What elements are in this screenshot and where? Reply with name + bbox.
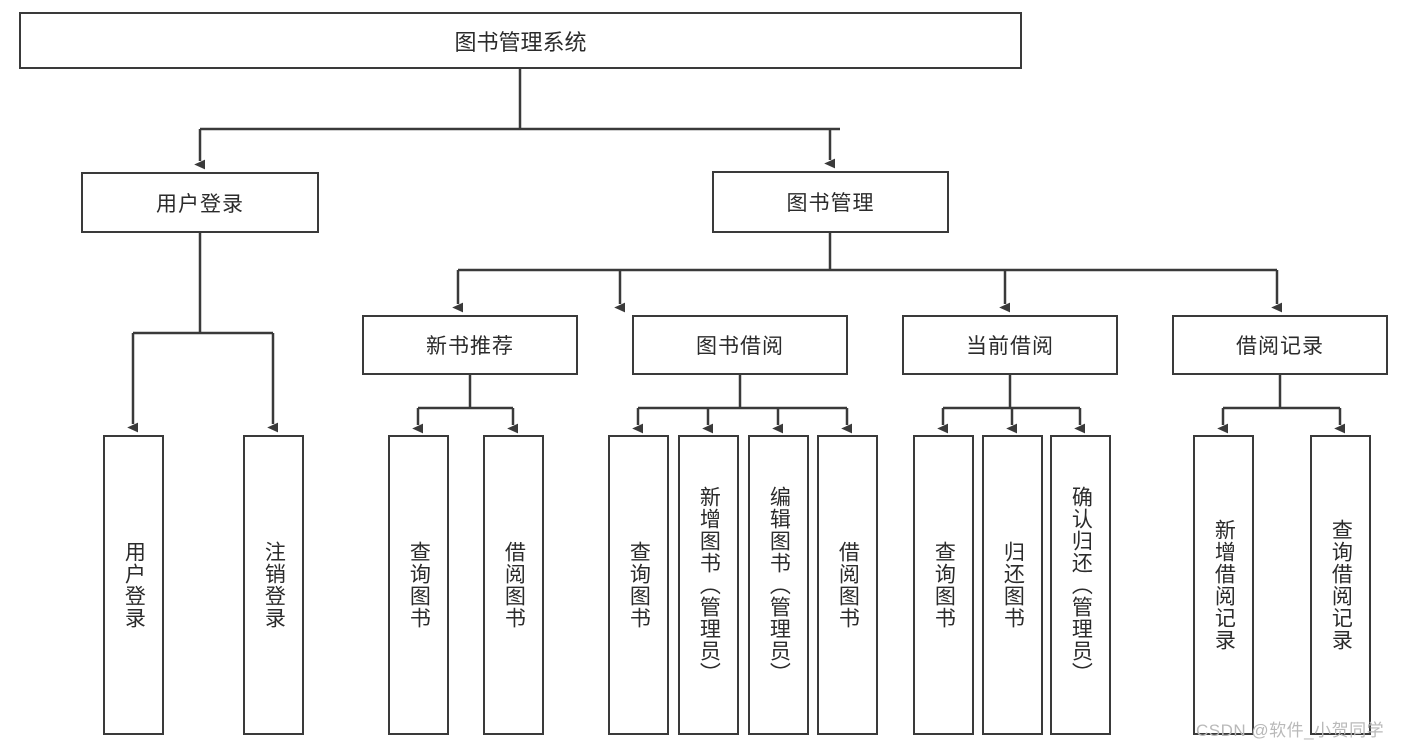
node-leaf-return-book-label: 归还图书 bbox=[1001, 541, 1025, 629]
node-leaf-query-book-1-label: 查询图书 bbox=[407, 541, 431, 629]
node-leaf-edit-book[interactable]: 编辑图书（管理员） bbox=[748, 435, 809, 735]
node-leaf-return-book[interactable]: 归还图书 bbox=[982, 435, 1043, 735]
node-borrow-record[interactable]: 借阅记录 bbox=[1172, 315, 1388, 375]
node-leaf-borrow-book-2[interactable]: 借阅图书 bbox=[817, 435, 878, 735]
node-book-manage[interactable]: 图书管理 bbox=[712, 171, 949, 233]
node-leaf-borrow-book-2-label: 借阅图书 bbox=[836, 541, 860, 629]
node-leaf-query-record-label: 查询借阅记录 bbox=[1329, 519, 1353, 651]
node-leaf-edit-book-label: 编辑图书（管理员） bbox=[767, 486, 791, 684]
node-new-book-rec[interactable]: 新书推荐 bbox=[362, 315, 578, 375]
node-leaf-user-login[interactable]: 用户登录 bbox=[103, 435, 164, 735]
node-current-borrow-label: 当前借阅 bbox=[966, 335, 1054, 358]
node-leaf-query-book-1[interactable]: 查询图书 bbox=[388, 435, 449, 735]
node-leaf-query-book-3[interactable]: 查询图书 bbox=[913, 435, 974, 735]
node-leaf-user-logout[interactable]: 注销登录 bbox=[243, 435, 304, 735]
node-leaf-query-book-3-label: 查询图书 bbox=[932, 541, 956, 629]
node-leaf-query-book-2[interactable]: 查询图书 bbox=[608, 435, 669, 735]
node-leaf-add-record[interactable]: 新增借阅记录 bbox=[1193, 435, 1254, 735]
node-leaf-borrow-book-1[interactable]: 借阅图书 bbox=[483, 435, 544, 735]
node-leaf-query-book-2-label: 查询图书 bbox=[627, 541, 651, 629]
node-book-manage-label: 图书管理 bbox=[786, 192, 875, 215]
node-root-label: 图书管理系统 bbox=[454, 29, 587, 55]
node-user-login-label: 用户登录 bbox=[156, 192, 244, 216]
node-leaf-user-login-label: 用户登录 bbox=[122, 541, 146, 629]
node-user-login[interactable]: 用户登录 bbox=[81, 172, 319, 233]
node-leaf-add-record-label: 新增借阅记录 bbox=[1212, 519, 1236, 651]
node-current-borrow[interactable]: 当前借阅 bbox=[902, 315, 1118, 375]
node-leaf-query-record[interactable]: 查询借阅记录 bbox=[1310, 435, 1371, 735]
node-new-book-rec-label: 新书推荐 bbox=[426, 335, 514, 358]
node-borrow-record-label: 借阅记录 bbox=[1236, 335, 1324, 358]
node-leaf-user-logout-label: 注销登录 bbox=[262, 541, 286, 629]
node-leaf-confirm-return[interactable]: 确认归还（管理员） bbox=[1050, 435, 1111, 735]
node-leaf-add-book-label: 新增图书（管理员） bbox=[697, 486, 721, 684]
node-leaf-borrow-book-1-label: 借阅图书 bbox=[502, 541, 526, 629]
node-book-borrow[interactable]: 图书借阅 bbox=[632, 315, 848, 375]
node-leaf-confirm-return-label: 确认归还（管理员） bbox=[1069, 486, 1093, 684]
csdn-watermark: CSDN @软件_小贺同学 bbox=[1196, 721, 1385, 740]
node-book-borrow-label: 图书借阅 bbox=[696, 335, 784, 358]
node-leaf-add-book[interactable]: 新增图书（管理员） bbox=[678, 435, 739, 735]
node-root[interactable]: 图书管理系统 bbox=[19, 12, 1022, 69]
